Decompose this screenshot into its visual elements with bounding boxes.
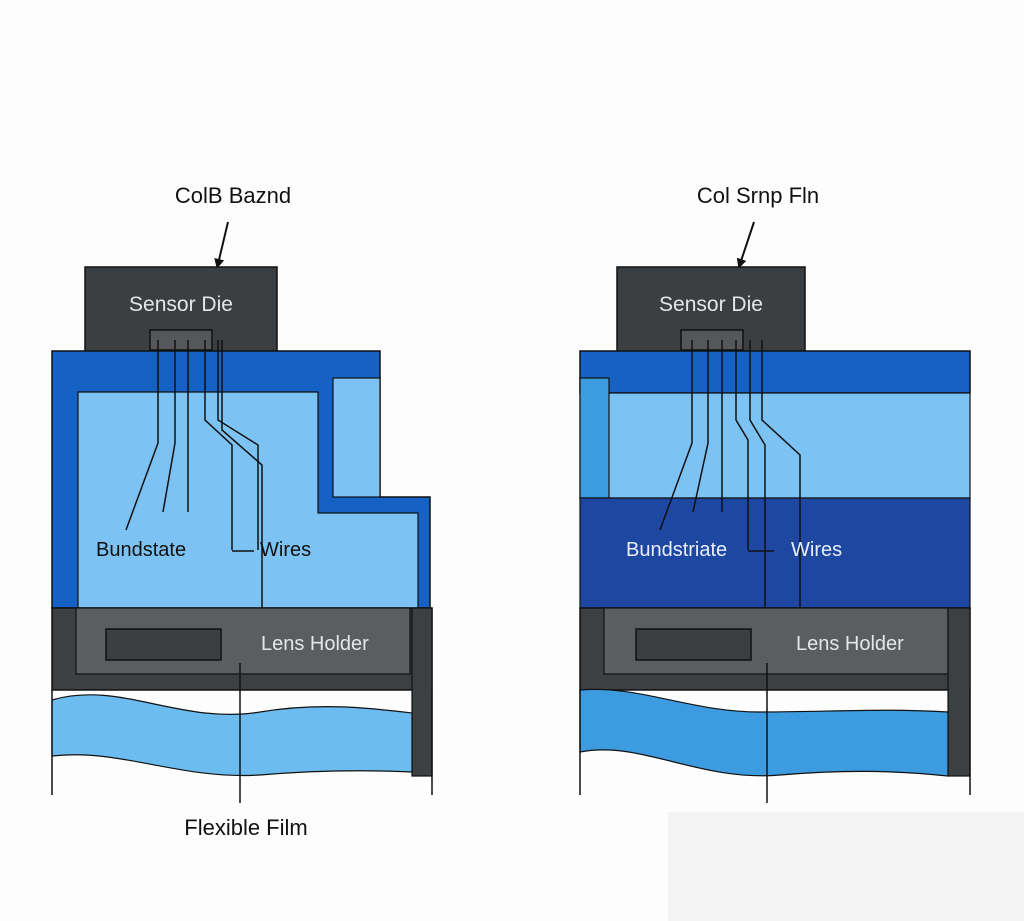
left-sensor-die-label: Sensor Die bbox=[129, 293, 233, 316]
right-substrate-label: Bundstriate bbox=[626, 539, 727, 561]
right-side-pillar bbox=[947, 607, 971, 777]
background-patch bbox=[668, 812, 1024, 921]
left-lens-slot bbox=[105, 628, 222, 661]
left-die-pad bbox=[149, 329, 213, 351]
right-substrate bbox=[579, 497, 971, 609]
left-flexible-film bbox=[51, 694, 413, 777]
left-side-pillar bbox=[411, 607, 433, 777]
right-side-block bbox=[579, 377, 610, 499]
right-lens-slot bbox=[635, 628, 752, 661]
right-diagram: Col Srnp Fln Sensor Die Bundstriate Wire… bbox=[579, 183, 971, 803]
left-lens-holder-label: Lens Holder bbox=[261, 633, 369, 655]
right-wires bbox=[659, 340, 801, 625]
left-top-label: ColB Baznd bbox=[175, 183, 291, 208]
right-light-band bbox=[579, 392, 971, 499]
right-top-arrow bbox=[736, 221, 755, 269]
left-side-block bbox=[332, 377, 381, 498]
left-wires bbox=[125, 340, 263, 625]
right-flexible-film bbox=[579, 688, 949, 777]
right-sensor-die-label: Sensor Die bbox=[659, 293, 763, 316]
left-top-arrow bbox=[214, 221, 229, 269]
left-diagram: ColB Baznd Sensor Die Bundstate Wires Le… bbox=[51, 183, 433, 840]
right-die-pad bbox=[680, 329, 744, 351]
left-wires-label: Wires bbox=[260, 539, 311, 561]
right-wires-label: Wires bbox=[791, 539, 842, 561]
right-lens-holder-label: Lens Holder bbox=[796, 633, 904, 655]
right-top-label: Col Srnp Fln bbox=[697, 183, 819, 208]
right-top-band bbox=[579, 350, 971, 394]
left-bottom-label: Flexible Film bbox=[184, 815, 307, 840]
left-substrate-label: Bundstate bbox=[96, 539, 186, 561]
